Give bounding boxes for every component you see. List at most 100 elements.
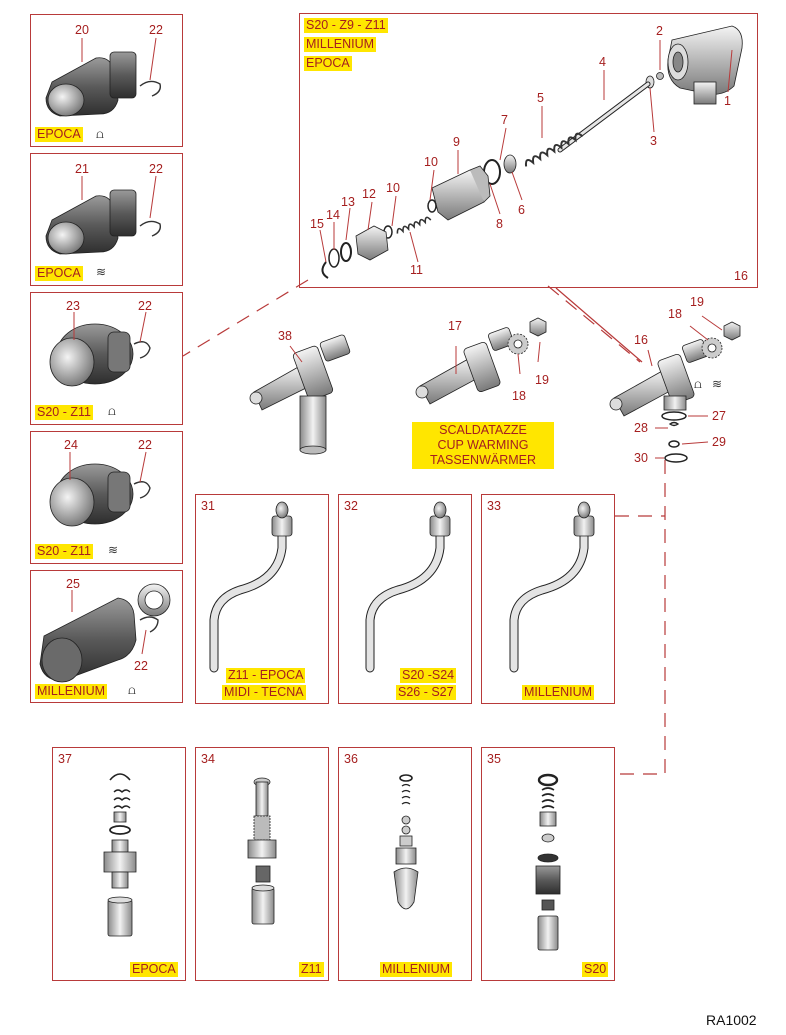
- callout-15: 15: [310, 217, 324, 231]
- nozzle-37-model: EPOCA: [130, 962, 178, 977]
- callout-6: 6: [518, 203, 525, 217]
- wand-32-drawing: [365, 501, 451, 673]
- main-assembly-drawing: [321, 25, 743, 279]
- water-icon: ≋: [108, 543, 119, 557]
- leader-main-to-valve16: [547, 285, 641, 363]
- callout-8: 8: [496, 217, 503, 231]
- cup-warming-line-de: TASSENWÄRMER: [429, 453, 537, 467]
- steam-icon: ⩍: [128, 683, 136, 697]
- callout-19: 19: [690, 295, 704, 309]
- nozzle-panel-37: [52, 747, 186, 981]
- model-label-epoca: EPOCA: [35, 266, 83, 281]
- callout-17: 17: [448, 319, 462, 333]
- main-model-label-3: EPOCA: [304, 56, 352, 71]
- callout-7: 7: [501, 113, 508, 127]
- callout-27: 27: [712, 409, 726, 423]
- wand-panel-33: [481, 494, 615, 704]
- callout-10b: 10: [386, 181, 400, 195]
- steam-icon: ⩍: [108, 404, 116, 418]
- callout-36: 36: [344, 752, 358, 766]
- panel-number-16: 16: [734, 269, 748, 283]
- wand-panel-32: [338, 494, 472, 704]
- callout-22: 22: [138, 299, 152, 313]
- callout-22: 22: [138, 438, 152, 452]
- wand-33-drawing: [509, 501, 595, 673]
- callout-30: 30: [634, 451, 648, 465]
- callout-10a: 10: [424, 155, 438, 169]
- model-label-s20-z11: S20 - Z11: [35, 405, 93, 420]
- nozzle-36-model: MILLENIUM: [380, 962, 453, 977]
- callout-28: 28: [634, 421, 648, 435]
- wand-31-models-1: Z11 - EPOCA: [226, 668, 306, 683]
- callout-31: 31: [201, 499, 215, 513]
- model-label-epoca: EPOCA: [35, 127, 83, 142]
- callout-37: 37: [58, 752, 72, 766]
- callout-18: 18: [512, 389, 526, 403]
- leader-solid-main: [555, 287, 643, 363]
- water-icon: ≋: [712, 377, 723, 391]
- knob-24-drawing: [49, 463, 151, 527]
- wand-32-models-1: S20 -S24: [400, 668, 457, 683]
- callout-5: 5: [537, 91, 544, 105]
- water-icon: ≋: [96, 265, 107, 279]
- main-model-label-1: S20 - Z9 - Z11: [304, 18, 388, 33]
- callout-33: 33: [487, 499, 501, 513]
- leader-valve16-to-nozzle35: [615, 460, 666, 775]
- callout-13: 13: [341, 195, 355, 209]
- model-label-millenium: MILLENIUM: [35, 684, 108, 699]
- valve-16-drawing: [609, 321, 741, 463]
- callout-18: 18: [668, 307, 682, 321]
- knob-20-drawing: [45, 51, 162, 117]
- knob-panel-21: [30, 153, 183, 286]
- valve-38-drawing: [249, 334, 351, 455]
- callout-20: 20: [75, 23, 89, 37]
- callout-34: 34: [201, 752, 215, 766]
- wand-33-models-1: MILLENIUM: [522, 685, 595, 700]
- callout-19: 19: [535, 373, 549, 387]
- callout-11: 11: [410, 263, 423, 277]
- model-label-s20-z11: S20 - Z11: [35, 544, 93, 559]
- callout-35: 35: [487, 752, 501, 766]
- leader-main-to-knobs: [182, 279, 309, 357]
- callout-2: 2: [656, 24, 663, 38]
- main-model-label-2: MILLENIUM: [304, 37, 377, 52]
- nozzle-panel-35: [481, 747, 615, 981]
- callout-29: 29: [712, 435, 726, 449]
- callout-22: 22: [149, 23, 163, 37]
- nozzle-34-model: Z11: [299, 962, 324, 977]
- callout-21: 21: [75, 162, 89, 176]
- main-assembly-panel: [299, 13, 758, 288]
- knob-panel-23: [30, 292, 183, 425]
- cup-warming-label: SCALDATAZZE CUP WARMING TASSENWÄRMER: [412, 422, 554, 469]
- wand-32-models-2: S26 - S27: [396, 685, 456, 700]
- knob-21-drawing: [45, 189, 162, 255]
- callout-25: 25: [66, 577, 80, 591]
- knob-leaders: [69, 37, 157, 655]
- steam-icon: ⩍: [96, 127, 104, 141]
- drawing-code: RA1002: [706, 1012, 757, 1028]
- callout-14: 14: [326, 208, 340, 222]
- main-leaders: [319, 40, 733, 263]
- callout-3: 3: [650, 134, 657, 148]
- callout-9: 9: [453, 135, 460, 149]
- nozzle-37-drawing: [103, 773, 137, 937]
- callout-32: 32: [344, 499, 358, 513]
- callout-22: 22: [134, 659, 148, 673]
- nozzle-34-drawing: [247, 777, 277, 925]
- callout-23: 23: [66, 299, 80, 313]
- nozzle-36-drawing: [393, 774, 419, 910]
- callout-16: 16: [634, 333, 648, 347]
- knob-panel-25: [30, 570, 183, 703]
- cup-warming-line-en: CUP WARMING: [437, 438, 529, 452]
- wand-31-models-2: MIDI - TECNA: [222, 685, 306, 700]
- callout-38: 38: [278, 329, 292, 343]
- nozzle-35-model: S20: [582, 962, 609, 977]
- knob-panel-24: [30, 431, 183, 564]
- callout-1: 1: [724, 94, 731, 108]
- callout-4: 4: [599, 55, 606, 69]
- nozzle-panel-34: [195, 747, 329, 981]
- knob-23-drawing: [49, 323, 151, 387]
- callout-22: 22: [149, 162, 163, 176]
- callout-12: 12: [362, 187, 376, 201]
